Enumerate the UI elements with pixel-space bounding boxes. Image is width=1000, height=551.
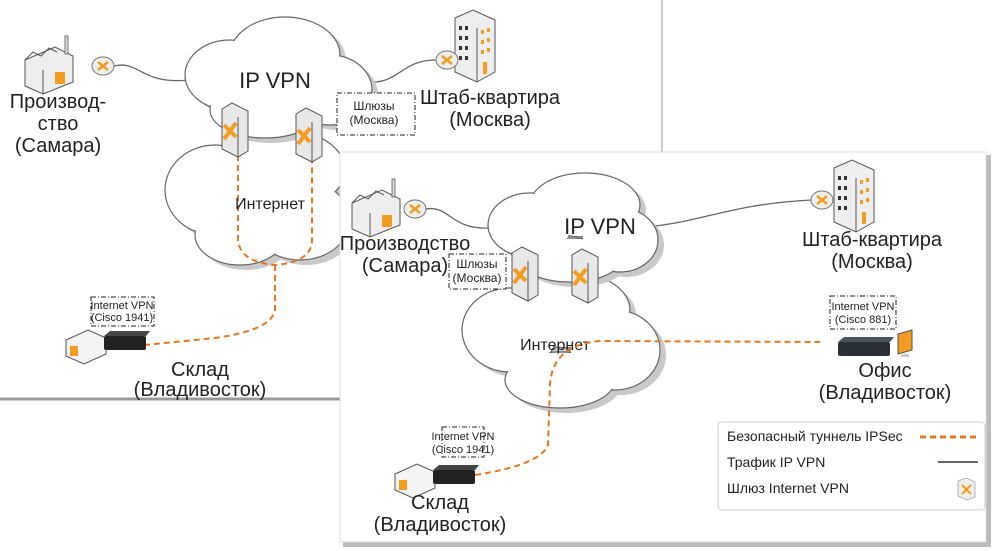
device-model: (Cisco 1941): [432, 444, 494, 456]
router-icon: [809, 189, 835, 211]
gateways-location: (Москва): [350, 113, 399, 127]
panel-a: IP VPN Интернет Шлюзы (Москва) Производ-…: [0, 0, 663, 401]
panel-b: IP VPN Интернет Шлюзы (Москва) Производс…: [339, 151, 991, 547]
warehouse-location: (Владивосток): [134, 379, 267, 401]
router-icon: [434, 49, 460, 71]
gateway-icon: [220, 101, 250, 159]
device-label: Internet VPN: [432, 431, 495, 443]
ip-vpn-label: IP VPN: [239, 68, 311, 93]
hq-building-icon: [454, 9, 496, 83]
device-label: Internet VPN: [832, 301, 895, 313]
gateways-callout: [336, 92, 416, 136]
warehouse-location: (Владивосток): [374, 514, 507, 536]
production-location: (Самара): [362, 255, 448, 277]
ipsec-tunnel: [474, 339, 821, 476]
gateway-icon: [957, 477, 976, 501]
ip-vpn-label: IP VPN: [564, 214, 636, 239]
gateways-label: Шлюзы: [353, 99, 394, 113]
device-callout: [90, 296, 155, 327]
legend: Безопасный туннель IPSec Трафик IP VPN Ш…: [717, 421, 986, 511]
gateways-location: (Москва): [453, 271, 502, 285]
gateway-icon: [294, 106, 324, 164]
office-label: Офис: [858, 360, 911, 382]
hq-label: Штаб-квартира: [420, 87, 561, 109]
gateway-icon: [570, 247, 600, 305]
legend-ipsec-label: Безопасный туннель IPSec: [727, 428, 903, 444]
device-callout: [441, 426, 485, 458]
production-location: (Самара): [15, 135, 101, 157]
production-label: Производ-: [10, 91, 106, 113]
internet-cloud: [461, 271, 666, 413]
office-location: (Владивосток): [819, 382, 952, 404]
warehouse-label: Склад: [171, 359, 229, 381]
device-model: (Cisco 1941): [91, 312, 153, 324]
production-label: Производство: [340, 233, 470, 255]
router-icon: [90, 55, 116, 77]
hq-building-icon: [833, 159, 875, 233]
ip-vpn-link: [113, 64, 191, 82]
device-label: Internet VPN: [91, 300, 154, 312]
production-label: ство: [38, 113, 79, 135]
office-router-icon: [838, 329, 913, 357]
router-icon: [402, 198, 428, 220]
hq-label: Штаб-квартира: [802, 229, 943, 251]
gateways-callout: [448, 253, 507, 290]
ip-vpn-link: [425, 207, 491, 229]
internet-label: Интернет: [235, 196, 305, 213]
legend-ip-vpn-label: Трафик IP VPN: [727, 454, 825, 470]
gateways-label: Шлюзы: [456, 257, 497, 271]
legend-gateway-label: Шлюз Internet VPN: [727, 480, 849, 496]
hq-location: (Москва): [449, 109, 531, 131]
device-callout: [829, 295, 897, 330]
ipsec-tunnel: [144, 265, 276, 346]
device-model: (Cisco 881): [835, 314, 891, 326]
warehouse-label: Склад: [411, 492, 469, 514]
gateway-icon: [510, 245, 540, 303]
internet-label: Интернет: [520, 337, 590, 354]
hq-location: (Москва): [831, 251, 913, 273]
